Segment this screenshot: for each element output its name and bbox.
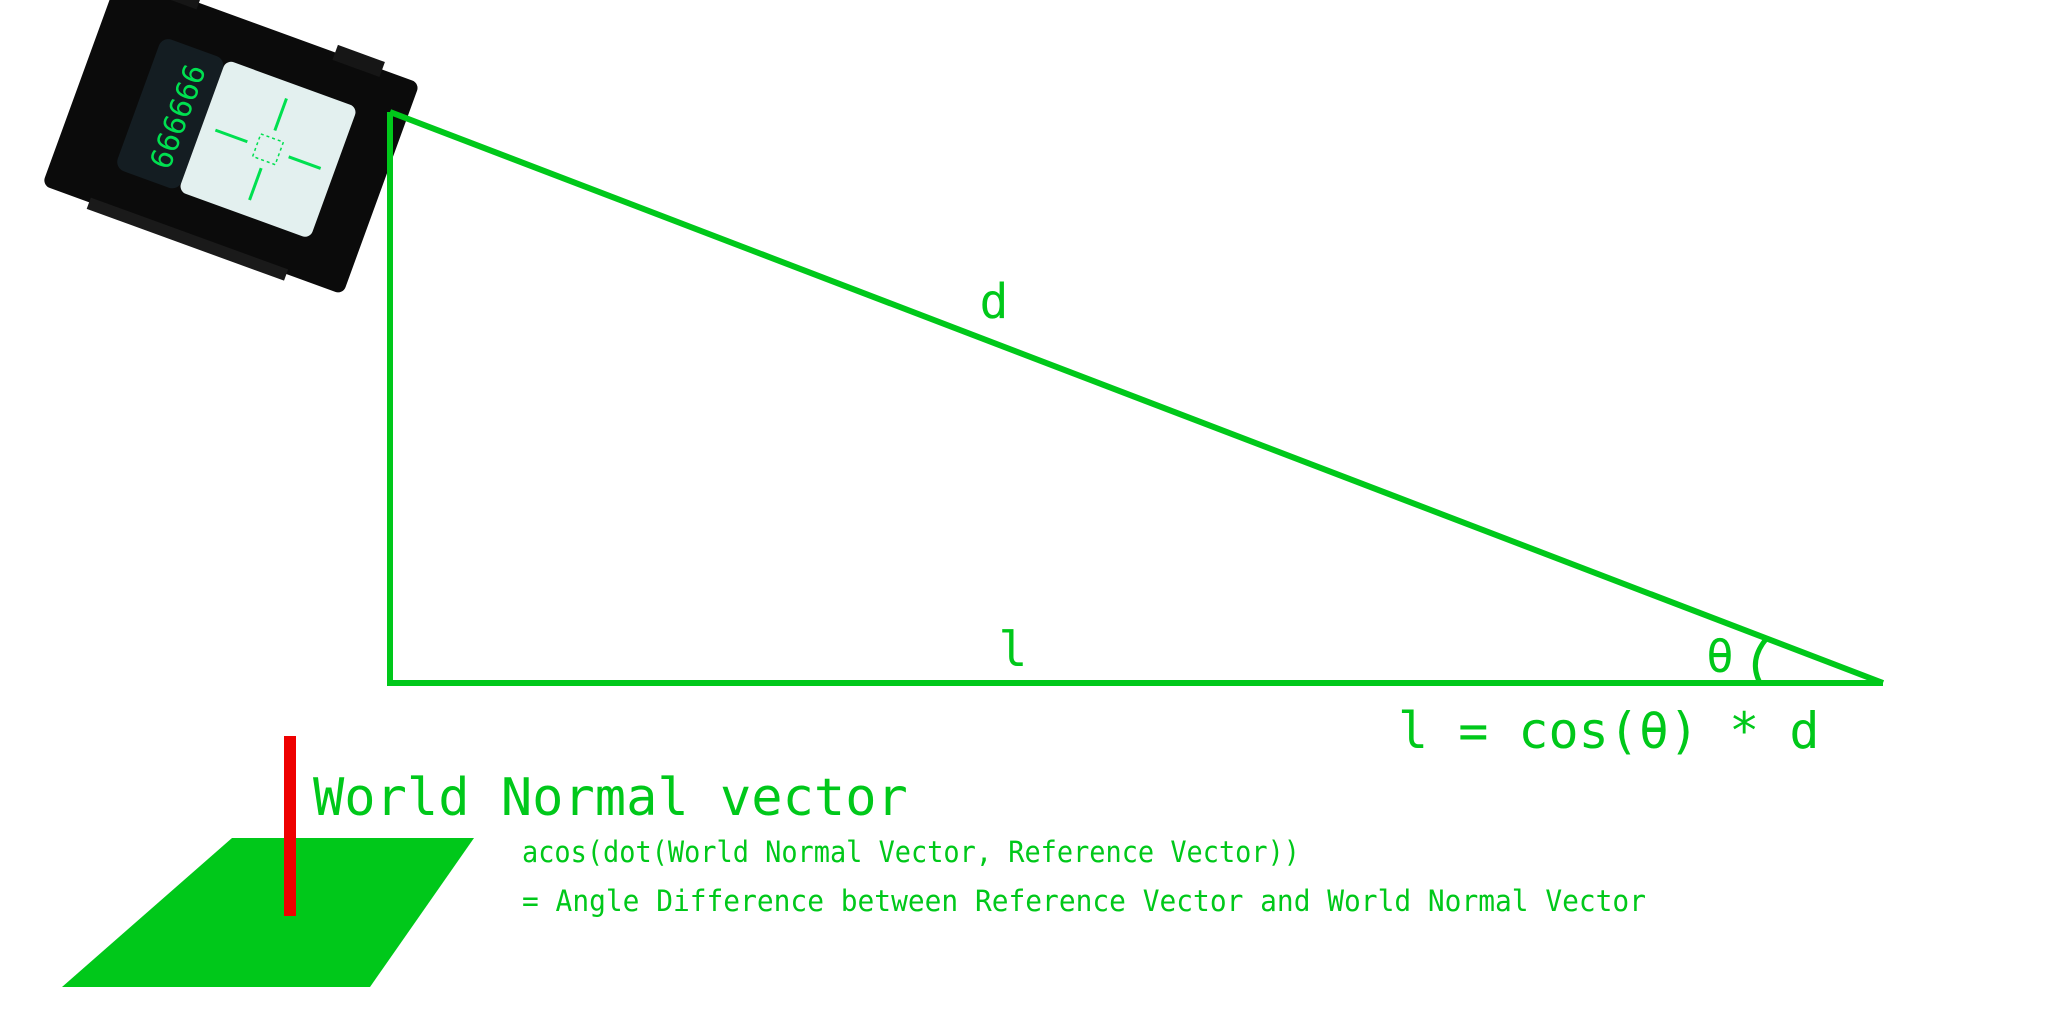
device-readout-panel <box>117 39 224 189</box>
normal-expression: acos(dot(World Normal Vector, Reference … <box>522 835 1300 869</box>
device-top-notch-2 <box>332 44 385 78</box>
hypotenuse-label: d <box>980 274 1009 330</box>
normal-title: World Normal vector <box>313 768 908 828</box>
angle-arc <box>1752 636 1769 685</box>
device-screen <box>180 61 356 237</box>
device-bottom-ridge <box>86 197 289 281</box>
ground-plane-normal-icon <box>62 736 474 987</box>
adjacent-label: l <box>999 622 1028 678</box>
rangefinder-device-icon: 666666 <box>44 0 418 293</box>
normal-vector <box>284 736 296 916</box>
crosshair-icon <box>214 98 322 201</box>
ground-plane <box>62 838 474 987</box>
right-triangle <box>387 109 1885 686</box>
triangle-hypotenuse <box>388 109 1885 686</box>
angle-label: θ <box>1706 629 1734 683</box>
normal-result: = Angle Difference between Reference Vec… <box>522 884 1646 918</box>
formula-label: l = cos(θ) * d <box>1398 702 1819 760</box>
